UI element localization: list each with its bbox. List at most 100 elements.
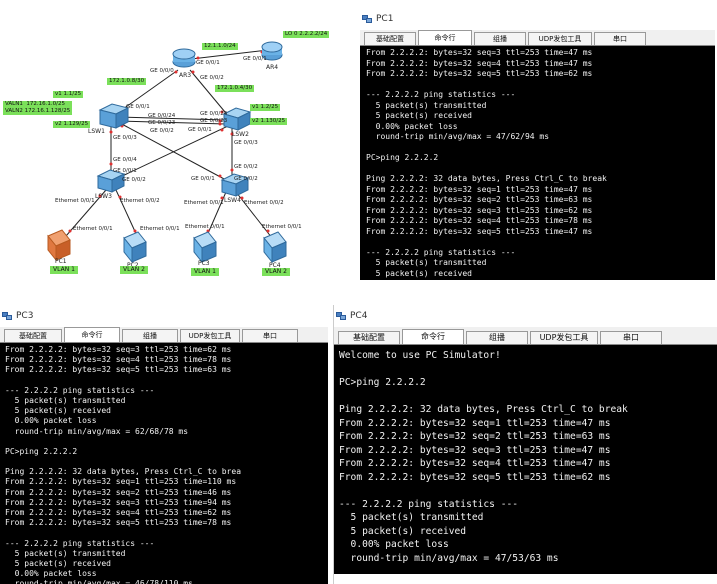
terminal-line: From 2.2.2.2: bytes=32 seq=1 ttl=253 tim… xyxy=(366,184,593,194)
port-lsw3-g002: GE 0/0/2 xyxy=(122,177,146,183)
port-lsw4-e1: Ethernet 0/0/1 xyxy=(184,200,224,206)
terminal-line: 5 packet(s) transmitted xyxy=(5,548,126,558)
terminal-line: From 2.2.2.2: bytes=32 seq=3 ttl=253 tim… xyxy=(366,205,593,215)
terminal-line xyxy=(5,528,323,538)
tab-basic-config[interactable]: 基础配置 xyxy=(338,331,400,344)
pc4-icon[interactable] xyxy=(263,231,287,264)
window-app-icon xyxy=(2,311,12,321)
tab-basic-config[interactable]: 基础配置 xyxy=(4,329,62,342)
pc1-icon[interactable] xyxy=(47,229,71,262)
terminal-line xyxy=(5,376,323,386)
terminal-line: 0.00% packet loss xyxy=(366,121,458,131)
port-lsw4-g001: GE 0/0/1 xyxy=(191,176,215,182)
pc1-terminal[interactable]: From 2.2.2.2: bytes=32 seq=3 ttl=253 tim… xyxy=(360,46,715,280)
terminal-line xyxy=(366,164,709,175)
tab-multicast[interactable]: 组播 xyxy=(122,329,178,342)
tab-command-line[interactable]: 命令行 xyxy=(64,327,120,342)
tab-serial[interactable]: 串口 xyxy=(594,32,646,45)
label-lsw2-vlanif2: v2 1.130/25 xyxy=(250,118,288,125)
tab-udp-tool[interactable]: UDP发包工具 xyxy=(528,32,592,45)
port-lsw1-g004: GE 0/0/4 xyxy=(113,157,137,163)
tab-serial[interactable]: 串口 xyxy=(242,329,298,342)
pc1-titlebar: PC1 xyxy=(360,8,715,30)
link-ar3-lsw1 xyxy=(115,69,179,115)
pc3-window-title: PC3 xyxy=(16,311,34,321)
router-ar4-icon[interactable] xyxy=(261,41,283,61)
pc1-window-title: PC1 xyxy=(376,14,394,24)
label-net-172-8: 172.1.0.8/30 xyxy=(107,78,147,85)
terminal-line: round-trip min/avg/max = 46/78/110 ms xyxy=(5,579,193,584)
link-ar3-lsw2 xyxy=(189,69,231,119)
terminal-line: From 2.2.2.2: bytes=32 seq=4 ttl=253 tim… xyxy=(339,458,611,469)
pc4-terminal[interactable]: Welcome to use PC Simulator!PC>ping 2.2.… xyxy=(334,345,717,574)
label-vlan-networks: VALN1 172.16.1.0/25 VALN2 172.16.1.128/2… xyxy=(3,101,73,115)
tab-udp-tool[interactable]: UDP发包工具 xyxy=(180,329,240,342)
tab-multicast[interactable]: 组播 xyxy=(474,32,526,45)
terminal-line: 5 packet(s) transmitted xyxy=(366,100,487,110)
terminal-line: From 2.2.2.2: bytes=32 seq=5 ttl=253 tim… xyxy=(5,365,232,375)
vlan-tag-pc3: VLAN 1 xyxy=(191,268,219,276)
port-lsw1-g002: GE 0/0/2 xyxy=(150,128,174,134)
terminal-line xyxy=(339,484,712,498)
switch-lsw2-icon[interactable] xyxy=(222,107,252,131)
terminal-line: From 2.2.2.2: bytes=32 seq=3 ttl=253 tim… xyxy=(5,345,232,354)
terminal-line: From 2.2.2.2: bytes=32 seq=5 ttl=253 tim… xyxy=(366,69,593,78)
tab-command-line[interactable]: 命令行 xyxy=(418,30,472,45)
terminal-line xyxy=(5,457,323,467)
pc3-titlebar: PC3 xyxy=(0,305,328,327)
port-pc2-e: Ethernet 0/0/1 xyxy=(140,226,180,232)
terminal-line: --- 2.2.2.2 ping statistics --- xyxy=(366,90,516,99)
terminal-line: round-trip min/avg/max = 62/68/78 ms xyxy=(5,426,189,436)
pc3-window: PC3 基础配置 命令行 组播 UDP发包工具 串口 From 2.2.2.2:… xyxy=(0,305,328,584)
device-label-ar3: AR3 xyxy=(179,72,192,79)
tab-udp-tool[interactable]: UDP发包工具 xyxy=(530,331,598,344)
vlan-tag-pc4: VLAN 2 xyxy=(262,268,290,276)
port-pc4-e: Ethernet 0/0/1 xyxy=(262,224,302,230)
terminal-line: From 2.2.2.2: bytes=32 seq=5 ttl=253 tim… xyxy=(366,226,593,236)
label-lsw2-vlanif1: v1 1.2/25 xyxy=(250,104,281,111)
switch-lsw1-icon[interactable] xyxy=(98,103,130,129)
terminal-line: From 2.2.2.2: bytes=32 seq=3 ttl=253 tim… xyxy=(366,48,593,57)
terminal-line: PC>ping 2.2.2.2 xyxy=(5,446,78,456)
window-app-icon xyxy=(362,14,372,24)
port-ar4-g001: GE 0/0/1 xyxy=(243,56,267,62)
port-lsw1-g003: GE 0/0/3 xyxy=(113,135,137,141)
terminal-line: From 2.2.2.2: bytes=32 seq=3 ttl=253 tim… xyxy=(5,497,232,507)
tab-serial[interactable]: 串口 xyxy=(600,331,662,344)
port-pc3-e: Ethernet 0/0/1 xyxy=(185,224,225,230)
label-net-12: 12.1.1.0/24 xyxy=(202,43,238,50)
terminal-line: --- 2.2.2.2 ping statistics --- xyxy=(5,385,155,395)
port-lsw1-g0023: GE 0/0/23 xyxy=(148,120,176,126)
terminal-line: 5 packet(s) transmitted xyxy=(339,512,484,523)
terminal-line: 5 packet(s) transmitted xyxy=(5,395,126,405)
label-lsw1-vlanif1: v1 1.1/25 xyxy=(53,91,84,98)
pc3-icon[interactable] xyxy=(193,231,217,264)
vlan-tag-pc1: VLAN 1 xyxy=(50,266,78,274)
tab-multicast[interactable]: 组播 xyxy=(466,331,528,344)
terminal-line xyxy=(339,390,712,404)
terminal-line: Ping 2.2.2.2: 32 data bytes, Press Ctrl_… xyxy=(339,404,628,415)
switch-lsw3-icon[interactable] xyxy=(96,169,126,193)
pc3-tab-bar: 基础配置 命令行 组播 UDP发包工具 串口 xyxy=(0,327,328,343)
terminal-line: 5 packet(s) received xyxy=(339,525,467,537)
terminal-line: From 2.2.2.2: bytes=32 seq=3 ttl=253 tim… xyxy=(339,444,611,456)
router-ar3-icon[interactable] xyxy=(172,48,196,68)
port-lsw2-g0023: GE 0/0/23 xyxy=(200,118,228,124)
link-lsw1-lsw2-b xyxy=(117,120,227,125)
port-pc1-e: Ethernet 0/0/1 xyxy=(73,226,113,232)
pc3-terminal[interactable]: From 2.2.2.2: bytes=32 seq=3 ttl=253 tim… xyxy=(0,343,328,584)
label-loopback: LO 0 2.2.2.2/24 xyxy=(283,31,330,38)
tab-basic-config[interactable]: 基础配置 xyxy=(364,32,416,45)
terminal-line: --- 2.2.2.2 ping statistics --- xyxy=(366,247,516,257)
tab-command-line[interactable]: 命令行 xyxy=(402,329,464,344)
port-lsw1-g0024: GE 0/0/24 xyxy=(148,113,176,119)
device-label-pc1: PC1 xyxy=(55,258,67,265)
link-lsw1-lsw2-a xyxy=(117,116,227,121)
port-lsw2-g001: GE 0/0/1 xyxy=(188,127,212,133)
pc4-titlebar: PC4 xyxy=(334,305,717,327)
switch-lsw4-icon[interactable] xyxy=(220,173,250,197)
terminal-line: Ping 2.2.2.2: 32 data bytes, Press Ctrl_… xyxy=(366,174,607,183)
terminal-line: 5 packet(s) transmitted xyxy=(366,258,487,267)
pc2-icon[interactable] xyxy=(123,231,147,264)
terminal-line xyxy=(366,143,709,154)
